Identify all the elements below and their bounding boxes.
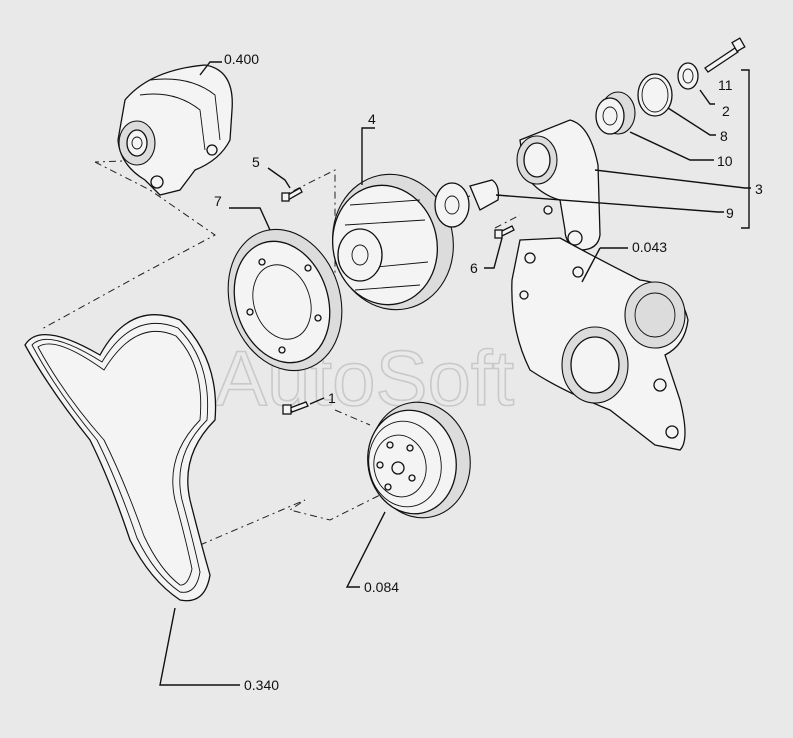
callout-alternator: 0.400 — [224, 51, 259, 67]
cap-2 — [677, 62, 699, 90]
bearing-10 — [595, 91, 636, 135]
idler-pulley-7 — [227, 228, 343, 372]
callout-damper: 0.084 — [364, 579, 399, 595]
callout-7: 7 — [214, 193, 222, 209]
bolt-11 — [704, 37, 746, 73]
callout-3: 3 — [755, 181, 763, 197]
callout-labels: 0.400 11 2 8 10 3 9 4 5 7 6 0.043 1 0.08… — [214, 51, 763, 693]
callout-cover: 0.043 — [632, 239, 667, 255]
callout-11: 11 — [718, 77, 733, 93]
callout-2: 2 — [722, 103, 730, 119]
screw-6 — [494, 225, 515, 239]
crankshaft-damper — [367, 401, 471, 519]
fan-pulley-4 — [331, 173, 454, 311]
callout-5: 5 — [252, 154, 260, 170]
callout-6: 6 — [470, 260, 478, 276]
poly-v-belt — [24, 314, 217, 602]
alternator — [117, 64, 233, 196]
tensioner-bracket-3 — [516, 119, 601, 251]
callout-belt: 0.340 — [244, 677, 279, 693]
screw-1 — [282, 401, 309, 415]
screw-5 — [281, 187, 303, 202]
timing-cover — [511, 237, 689, 451]
fan-hub-9 — [434, 179, 500, 228]
callout-1: 1 — [328, 390, 336, 406]
leader-lines — [159, 61, 751, 686]
callout-8: 8 — [720, 128, 728, 144]
callout-4: 4 — [368, 111, 376, 127]
snap-ring-8 — [637, 73, 673, 117]
callout-9: 9 — [726, 205, 734, 221]
callout-10: 10 — [717, 153, 733, 169]
